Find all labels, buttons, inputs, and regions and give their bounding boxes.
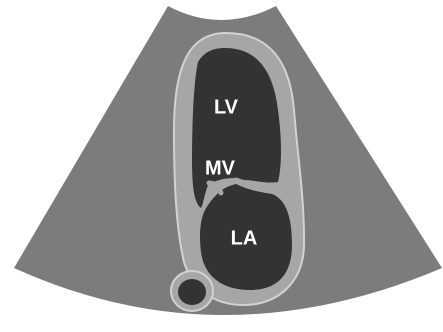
aortic-structure-lumen: [178, 279, 206, 305]
label-left-atrium: LA: [231, 227, 258, 249]
label-left-ventricle: LV: [214, 96, 239, 118]
label-mitral-valve: MV: [205, 157, 236, 179]
